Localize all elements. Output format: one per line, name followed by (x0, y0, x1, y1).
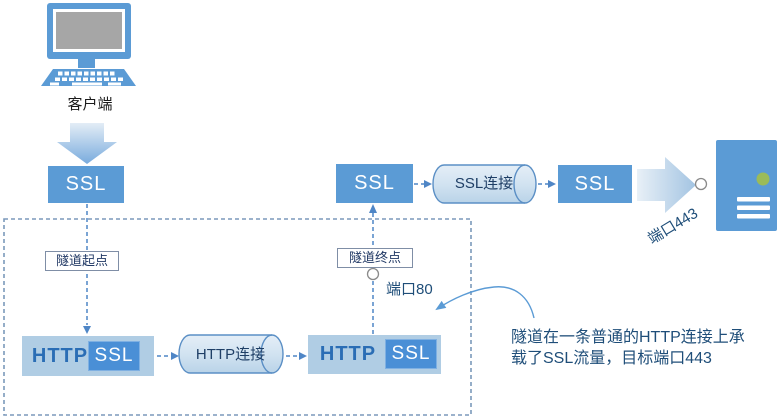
http-label-2: HTTP (319, 343, 377, 365)
annotation-line-2: 载了SSL流量，目标端口443 (511, 350, 712, 368)
down-arrow-icon (57, 123, 117, 164)
port80-circle (366, 267, 380, 281)
arrowhead-down (83, 326, 91, 334)
server-icon (716, 140, 777, 231)
port443-circle (694, 177, 708, 191)
tunnel-start-label: 隧道起点 (45, 251, 119, 271)
inner-ssl-node-1: SSL (88, 341, 140, 371)
http-connection-label: HTTP连接 (195, 346, 266, 363)
http-label-1: HTTP (31, 345, 89, 367)
annotation-line-1: 隧道在一条普通的HTTP连接上承 (511, 329, 745, 346)
http-ssl-node-1: HTTP SSL (22, 336, 154, 376)
annotation-curved-arrow (435, 286, 535, 319)
tunnel-boundary-box (3, 218, 472, 416)
arrowhead-right-1 (171, 352, 179, 360)
ssl-connection-cylinder (432, 164, 537, 204)
computer-icon (41, 3, 136, 86)
ssl-connection-label: SSL连接 (454, 175, 514, 192)
right-arrow-icon (637, 157, 696, 213)
ssl-node-server-side: SSL (558, 165, 632, 203)
tunnel-end-label: 隧道终点 (337, 248, 413, 268)
arrowhead-right-3 (424, 180, 432, 188)
client-label: 客户端 (67, 96, 113, 113)
ssl-node-client: SSL (48, 166, 124, 203)
annotation-text: 隧道在一条普通的HTTP连接上承 载了SSL流量，目标端口443 (511, 327, 777, 369)
ssl-node-tunnel-exit: SSL (336, 164, 413, 203)
arrowhead-right-4 (548, 180, 556, 188)
port80-label: 端口80 (386, 281, 433, 298)
inner-ssl-node-2: SSL (385, 339, 437, 369)
arrowhead-right-2 (299, 352, 307, 360)
http-connection-cylinder (178, 334, 284, 374)
http-ssl-node-2: HTTP SSL (308, 335, 441, 374)
arrowhead-up (369, 204, 377, 213)
